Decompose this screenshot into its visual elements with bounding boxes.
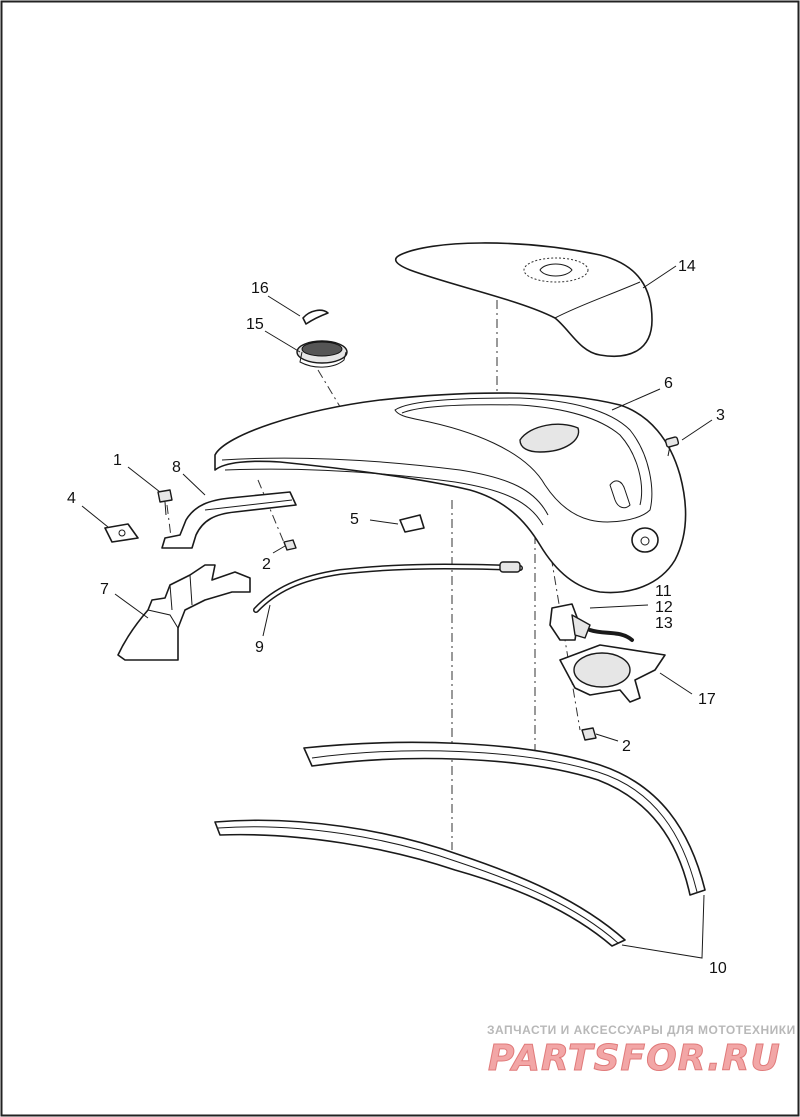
clip-part [302,309,329,325]
callout-10: 10 [709,960,727,977]
screw-part-2-lower [581,727,597,741]
callout-2-lower: 2 [622,738,631,755]
callout-15: 15 [246,316,264,333]
callout-13: 13 [655,615,673,632]
callout-12: 12 [655,599,673,616]
callout-14: 14 [678,258,696,275]
rubber-seal-upper-part [303,741,706,896]
callout-16: 16 [251,280,269,297]
callout-9: 9 [255,639,264,656]
callout-7: 7 [100,581,109,598]
gauge-bracket-part [559,644,666,703]
callout-17: 17 [698,691,716,708]
fuel-tank-console-part [214,392,687,594]
callout-8: 8 [172,459,181,476]
bracket-assembly-part [117,564,251,661]
small-clip-part [399,514,425,533]
watermark: ЗАПЧАСТИ И АКСЕССУАРЫ ДЛЯ МОТОТЕХНИКИ PA… [487,1023,796,1080]
callout-4: 4 [67,490,76,507]
callout-6: 6 [664,375,673,392]
leader-lines [81,265,713,959]
screw-part-3 [664,436,680,457]
screw-part-2-upper [283,539,297,551]
nut-plate-part [104,523,139,543]
callout-1: 1 [113,452,122,469]
bolt-part [157,489,173,516]
fuel-gauge-connector-part [549,603,634,642]
watermark-tagline: ЗАПЧАСТИ И АКСЕССУАРЫ ДЛЯ МОТОТЕХНИКИ [487,1023,796,1037]
callout-3: 3 [716,407,725,424]
console-pad-part [394,242,653,357]
vent-hose-part [253,561,523,613]
rubber-seal-lower-part [214,819,626,947]
callout-2-upper: 2 [262,556,271,573]
watermark-brand: PARTSFOR.RU [488,1038,781,1079]
callout-11: 11 [655,583,672,600]
callout-labels: 1 8 4 2 5 7 9 16 15 14 6 3 11 12 13 17 2… [67,258,727,977]
callout-5: 5 [350,511,359,528]
fuel-cap-part [296,340,348,368]
mounting-bracket-part [161,491,297,549]
